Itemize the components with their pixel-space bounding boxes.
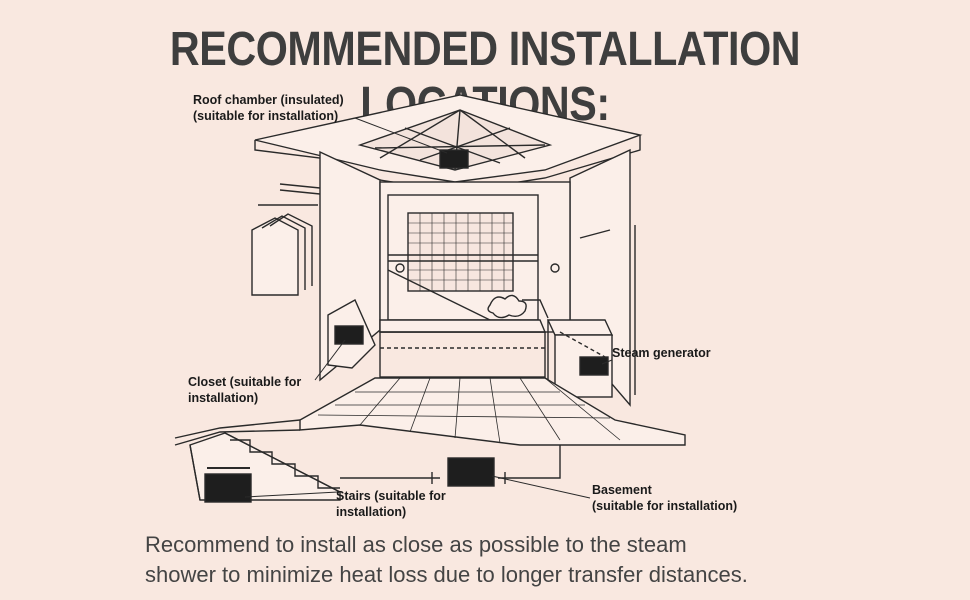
closet-label-line2: installation) xyxy=(188,391,259,405)
room-walls xyxy=(279,148,631,407)
basement-label-line1: Basement xyxy=(592,483,652,497)
stairs-location-label: Stairs (suitable for installation) xyxy=(336,488,446,520)
basement-location-label: Basement (suitable for installation) xyxy=(592,482,737,514)
footer-line2: shower to minimize heat loss due to long… xyxy=(145,562,748,587)
basement-generator-box xyxy=(447,457,495,487)
footer-note: Recommend to install as close as possibl… xyxy=(145,530,925,590)
roof-label-line1: Roof chamber (insulated) xyxy=(193,93,344,107)
shower-bench xyxy=(379,263,560,378)
basement-pipe xyxy=(340,445,561,484)
roof-generator-box xyxy=(439,149,469,169)
tile-grid xyxy=(408,213,513,291)
clothes-rack xyxy=(251,204,318,296)
floor xyxy=(174,377,686,446)
closet-label-line1: Closet (suitable for xyxy=(188,375,302,389)
closet-generator-box xyxy=(334,325,364,345)
steam-generator-box xyxy=(579,356,609,376)
steam-label-line1: Steam generator xyxy=(612,346,711,360)
leader-lines xyxy=(244,117,613,499)
roof-structure xyxy=(254,94,643,193)
steam-location-label: Steam generator xyxy=(612,345,711,361)
footer-line1: Recommend to install as close as possibl… xyxy=(145,532,687,557)
stairs-generator-box xyxy=(204,473,252,503)
stairs-label-line2: installation) xyxy=(336,505,407,519)
roof-location-label: Roof chamber (insulated) (suitable for i… xyxy=(193,92,344,124)
closet-location-label: Closet (suitable for installation) xyxy=(188,374,301,406)
roof-label-line2: (suitable for installation) xyxy=(193,109,339,123)
stairs-label-line1: Stairs (suitable for xyxy=(336,489,446,503)
basement-label-line2: (suitable for installation) xyxy=(592,499,738,513)
